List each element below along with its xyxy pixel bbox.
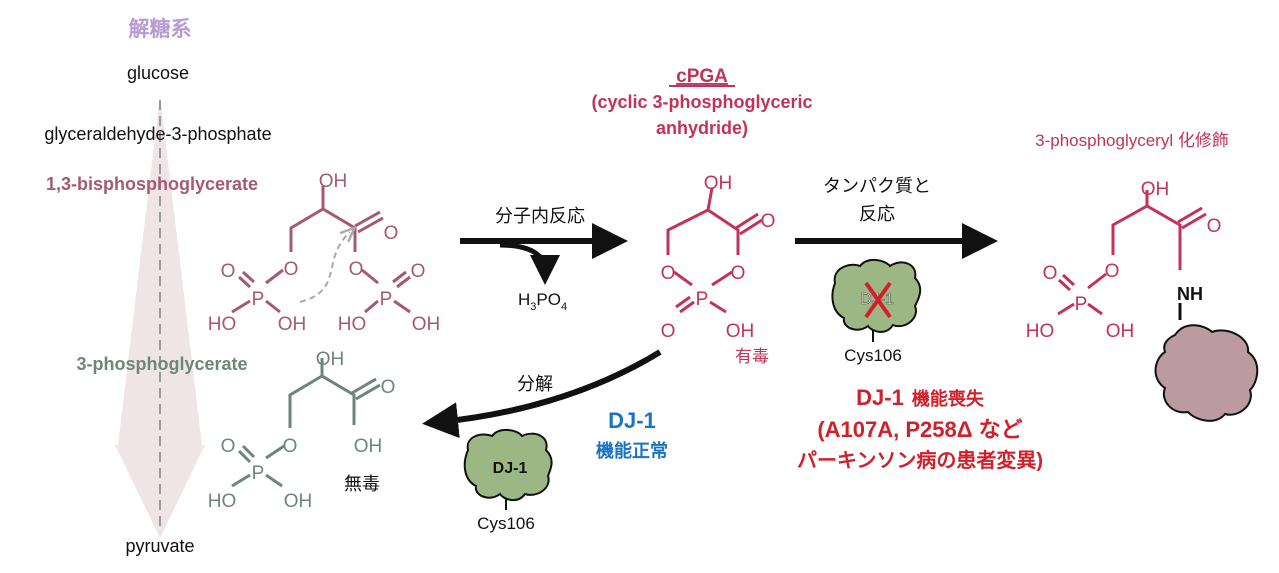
dj1-protein-normal: DJ-1 Cys106 (463, 429, 553, 533)
bpg-atom-label: O (349, 259, 364, 280)
dj1-normal-label: DJ-1 (493, 460, 528, 477)
h3po4-release-arrow (499, 242, 560, 285)
pg-atom-label: P (252, 463, 265, 484)
product-atom-label: O (1207, 216, 1222, 237)
bpg-atom-label: OH (278, 314, 307, 335)
pg-atom-label: O (283, 436, 298, 457)
bpg-atom-label: P (380, 289, 393, 310)
product-atom-label: O (1105, 261, 1120, 282)
h3po4-label: H3PO4 (518, 290, 567, 313)
cpga-atom-label: OH (704, 173, 733, 194)
pg-label: 3-phosphoglycerate (76, 354, 247, 374)
cpga-atom-label: O (731, 263, 746, 284)
bpg-molecule (231, 186, 411, 314)
toxic-label: 有毒 (735, 347, 769, 366)
product-atom-label: HO (1026, 321, 1055, 342)
bpg-label: 1,3-bisphosphoglycerate (46, 174, 258, 194)
product-atom-label: O (1043, 263, 1058, 284)
g3p-label: glyceraldehyde-3-phosphate (44, 124, 271, 144)
cross-icon (864, 281, 892, 319)
pg-atom-label: OH (316, 349, 345, 370)
target-protein (1154, 324, 1259, 422)
cpga-atom-label: O (661, 321, 676, 342)
nucleophilic-attack-arrow (299, 232, 350, 303)
cpga-atom-label: P (696, 289, 709, 310)
cpga-atom-label: OH (726, 321, 755, 342)
dj1-loss-line3: パーキンソン病の患者変異) (797, 448, 1043, 472)
bpg-atom-label: O (284, 259, 299, 280)
degradation-label: 分解 (517, 374, 553, 394)
pg-atom-label: OH (284, 491, 313, 512)
product-title: 3-phosphoglyceryl 化修飾 (1035, 131, 1229, 150)
cpga-atom-label: O (661, 263, 676, 284)
bpg-atom-label: O (411, 261, 426, 282)
dj1-loss-line2: (A107A, P258Δ など (817, 417, 1022, 442)
nh-label: NH (1177, 284, 1203, 304)
cys106-normal-label: Cys106 (477, 514, 535, 533)
cpga-molecule (666, 187, 763, 314)
bpg-atom-label: O (384, 223, 399, 244)
pg-atom-label: O (221, 436, 236, 457)
degradation-arrow (422, 349, 662, 439)
bpg-atom-label: OH (412, 314, 441, 335)
cpga-full-1: (cyclic 3-phosphoglyceric (591, 92, 812, 112)
dj1-protein-inactive: DJ-1 Cys106 (831, 259, 922, 365)
intramolecular-label: 分子内反応 (495, 206, 585, 226)
dj1-normal-line2: 機能正常 (596, 440, 668, 461)
cpga-full-2: anhydride) (656, 118, 748, 138)
pg-atom-label: OH (354, 436, 383, 457)
glycolysis-title: 解糖系 (129, 17, 192, 41)
bpg-atom-label: P (252, 289, 265, 310)
product-molecule (1057, 190, 1207, 316)
pg-atom-label: O (381, 377, 396, 398)
cpga-name: cPGA (676, 66, 728, 87)
nontoxic-label: 無毒 (344, 474, 380, 494)
pg-molecule (231, 358, 381, 488)
cpga-atom-label: O (761, 211, 776, 232)
bpg-atom-label: O (221, 261, 236, 282)
product-atom-label: OH (1141, 179, 1170, 200)
pg-atom-label: HO (208, 491, 237, 512)
product-atom-label: P (1075, 294, 1088, 315)
protein-reaction-label-1: タンパク質と (823, 176, 931, 196)
glycolysis-arrow (115, 95, 205, 538)
protein-reaction-label-2: 反応 (859, 204, 895, 224)
bpg-atom-label: HO (338, 314, 367, 335)
glucose-label: glucose (127, 63, 189, 83)
pyruvate-label: pyruvate (125, 536, 194, 556)
product-atom-label: OH (1106, 321, 1135, 342)
bpg-atom-label: HO (208, 314, 237, 335)
cys106-inactive-label: Cys106 (844, 346, 902, 365)
dj1-normal-line1: DJ-1 (608, 408, 656, 433)
bpg-atom-label: OH (319, 171, 348, 192)
